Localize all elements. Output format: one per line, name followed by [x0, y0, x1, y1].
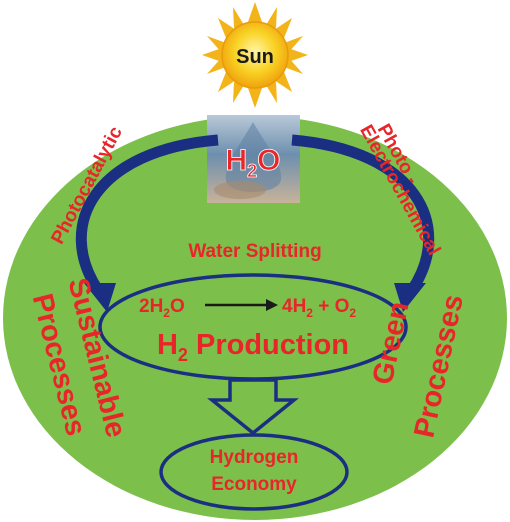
sun-icon	[202, 2, 308, 108]
equation-rhs: 4H2 + O2	[282, 296, 356, 320]
right-curved-arrow	[291, 134, 435, 294]
sun-label: Sun	[236, 46, 274, 68]
left-curved-arrow	[75, 134, 219, 294]
water-formula: H2O	[225, 144, 280, 181]
hydrogen-economy-ellipse	[159, 433, 349, 511]
economy-label: Economy	[211, 474, 297, 495]
right-arrow-head	[394, 283, 426, 312]
water-drop-image	[207, 115, 300, 203]
down-hollow-arrow	[207, 378, 299, 436]
green-background-circle	[3, 116, 507, 520]
left-arrow-head	[84, 283, 116, 312]
water-splitting-label: Water Splitting	[188, 241, 321, 262]
hydrogen-label: Hydrogen	[210, 447, 299, 468]
reaction-arrow-head	[266, 299, 278, 311]
equation-lhs: 2H2O	[139, 296, 185, 320]
h2-production-label: H2 Production	[157, 329, 349, 365]
